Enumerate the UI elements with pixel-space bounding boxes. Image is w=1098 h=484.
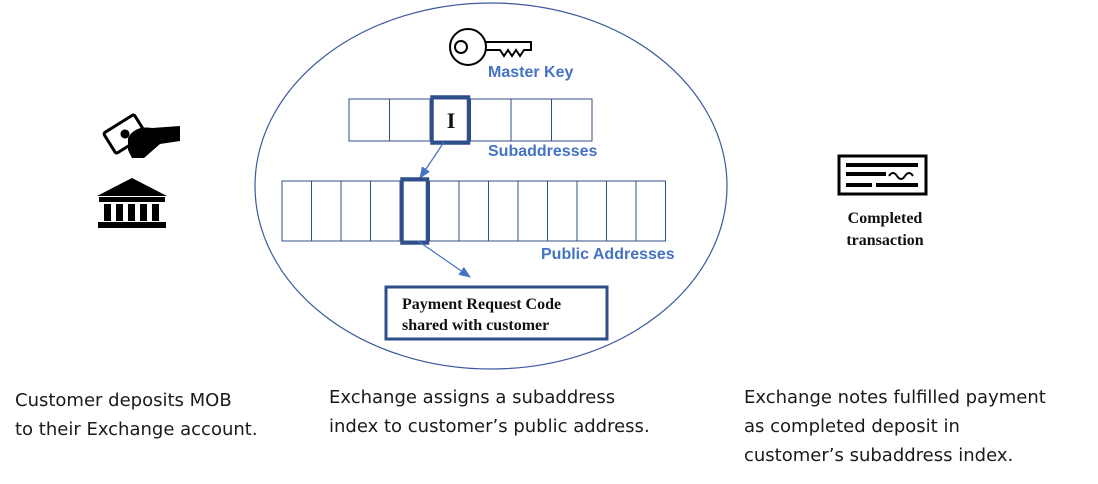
right-caption-line: Exchange notes fulfilled payment [744,387,1046,408]
subaddress-row [348,95,593,145]
right-caption-line: as completed deposit in [744,416,960,437]
public-address-cell [429,180,460,242]
public-address-cell [281,180,312,242]
center-caption: Exchange assigns a subaddress index to c… [329,383,650,441]
bank-icon [97,178,167,228]
center-caption-line: Exchange assigns a subaddress [329,387,616,408]
public-address-cell [576,180,607,242]
payment-code-line2: shared with customer [402,317,549,334]
completed-line1: Completed [848,210,923,227]
public-address-cell [399,180,430,242]
key-icon [449,28,532,66]
check-icon [837,154,928,196]
public-address-cell [517,180,548,242]
hand-card-icon [102,113,180,158]
master-key-label: Master Key [488,64,573,81]
public-address-row [281,177,666,245]
public-address-cell [635,180,666,242]
completed-line2: transaction [846,232,923,249]
selected-index-marker: I [447,108,456,133]
payment-code-line1: Payment Request Code [402,296,561,313]
left-caption-line: Customer deposits MOB [15,390,232,411]
public-address-cell [488,180,519,242]
left-caption: Customer deposits MOB to their Exchange … [15,386,258,444]
subaddress-cell [551,98,593,142]
public-address-selected-cell [400,177,430,245]
index-arrow [419,141,445,179]
public-address-cell [340,180,371,242]
subaddress-cell [429,98,471,142]
exchange-boundary [254,2,728,370]
right-caption-line: customer’s subaddress index. [744,445,1014,466]
left-caption-line: to their Exchange account. [15,419,258,440]
payment-request-box [384,285,609,341]
public-address-cell [458,180,489,242]
subaddress-cell [510,98,552,142]
public-address-cell [606,180,637,242]
public-address-cell [547,180,578,242]
subaddresses-label: Subaddresses [488,143,597,160]
subaddress-selected-cell [430,95,471,145]
public-address-cell [311,180,342,242]
public-addresses-label: Public Addresses [541,246,675,263]
subaddress-cell [348,98,390,142]
public-address-cell [370,180,401,242]
subaddress-cell [470,98,512,142]
right-caption: Exchange notes fulfilled payment as comp… [744,383,1046,470]
subaddress-cell [389,98,431,142]
payment-arrow [417,240,471,278]
center-caption-line: index to customer’s public address. [329,416,650,437]
